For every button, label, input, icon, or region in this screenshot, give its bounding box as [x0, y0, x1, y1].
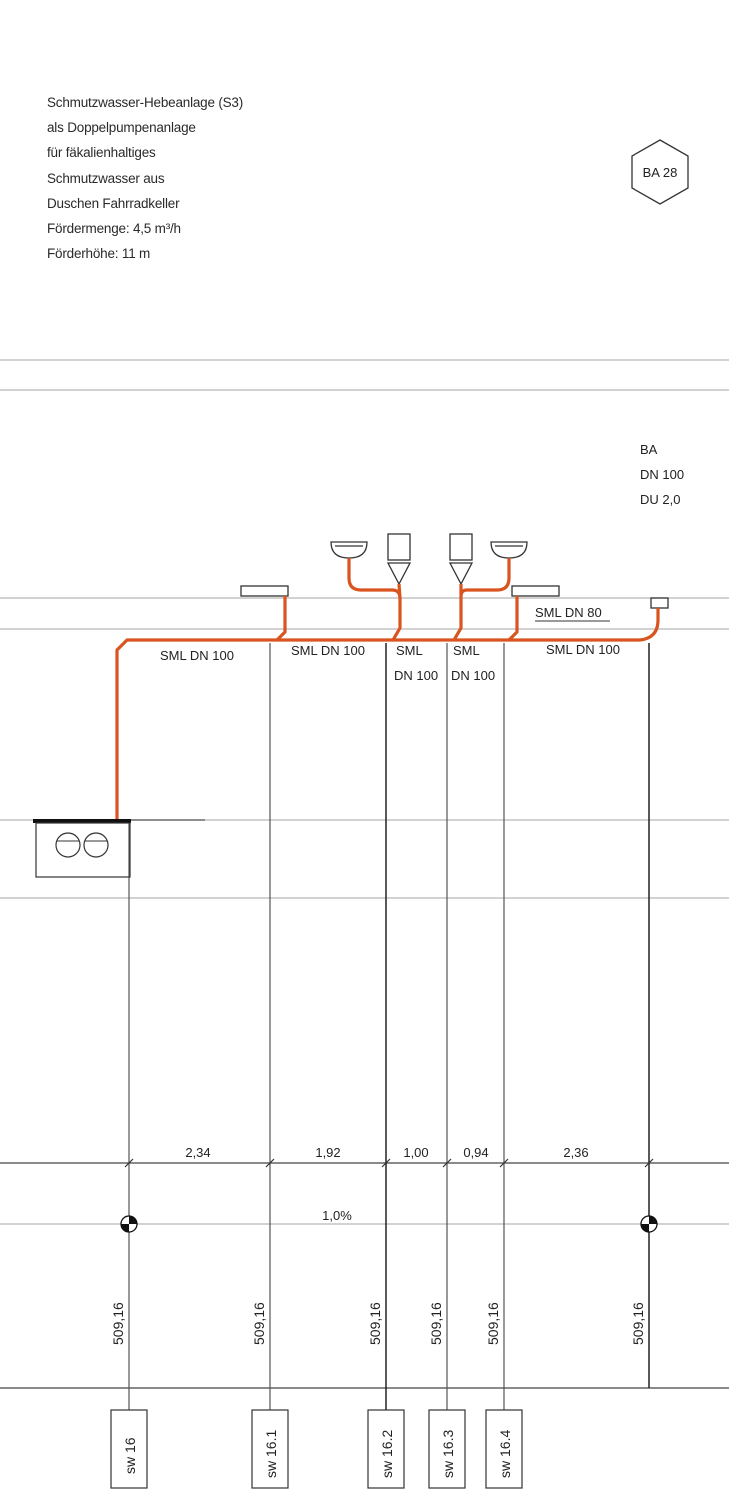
note-line-3: für fäkalienhaltiges	[47, 145, 156, 161]
strand-label-4: sw 16.3	[440, 1430, 456, 1478]
elevation-values: 509,16 509,16 509,16 509,16 509,16 509,1…	[110, 1302, 646, 1345]
pipe-label-sml-dn80: SML DN 80	[535, 605, 602, 620]
strand-label-1: sw 16	[122, 1437, 138, 1474]
elevation-1: 509,16	[110, 1302, 126, 1345]
pipe-label-dn100-a: DN 100	[394, 668, 438, 683]
waste-pipes	[115, 558, 660, 820]
strand-label-5: sw 16.4	[497, 1430, 513, 1478]
pipe-label-dn100-b: DN 100	[451, 668, 495, 683]
elevation-3: 509,16	[367, 1302, 383, 1345]
fixture-drain-left	[240, 585, 289, 597]
pipe-label-sml-dn100-1: SML DN 100	[160, 648, 234, 663]
note-line-5: Duschen Fahrradkeller	[47, 195, 180, 211]
lifting-station-note: Schmutzwasser-Hebeanlage (S3) als Doppel…	[47, 90, 243, 266]
note-line-2: als Doppelpumpenanlage	[47, 120, 196, 136]
strand-label-2: sw 16.1	[263, 1430, 279, 1478]
fixture-drain-right	[511, 585, 560, 597]
strand-box-sw16-4: sw 16.4	[485, 1409, 523, 1489]
elevation-4: 509,16	[428, 1302, 444, 1345]
elevation-2: 509,16	[251, 1302, 267, 1345]
note-line-6: Fördermenge: 4,5 m³/h	[47, 221, 181, 237]
lifting-station	[33, 819, 205, 878]
ba-hexagon-label: BA 28	[643, 165, 678, 180]
grid-lines	[0, 359, 729, 1389]
ba-label-line-1: BA	[640, 442, 658, 457]
note-line-1: Schmutzwasser-Hebeanlage (S3)	[47, 95, 244, 110]
toilet-right-icon	[449, 533, 473, 561]
dimension-values: 2,34 1,92 1,00 0,94 2,36	[185, 1145, 588, 1160]
elevation-markers	[120, 1215, 658, 1233]
distance-5: 2,36	[563, 1145, 588, 1160]
pipe-labels: SML DN 80 SML DN 100 SML DN 100 SML DN 1…	[160, 605, 620, 683]
distance-1: 2,34	[185, 1145, 210, 1160]
vertical-lines	[128, 643, 650, 1410]
ba-label-line-3: DU 2,0	[640, 492, 680, 507]
pipe-label-sml-dn100-2: SML DN 100	[291, 643, 365, 658]
strand-label-3: sw 16.2	[379, 1430, 395, 1478]
fixture-vent-cap	[650, 597, 669, 609]
elevation-marker-right	[640, 1215, 658, 1233]
elevation-6: 509,16	[630, 1302, 646, 1345]
pump-1-icon	[55, 832, 81, 858]
washbasin-left-icon	[330, 541, 368, 559]
dimension-ticks	[124, 1158, 654, 1168]
ba-label-line-2: DN 100	[640, 467, 684, 482]
note-line-4: Schmutzwasser aus	[47, 170, 165, 186]
strand-box-sw16: sw 16	[110, 1409, 148, 1489]
pipe-label-sml-b: SML	[453, 643, 480, 658]
elevation-marker-left	[120, 1215, 138, 1233]
pump-2-icon	[83, 832, 109, 858]
washbasin-right-icon	[490, 541, 528, 559]
distance-3: 1,00	[403, 1145, 428, 1160]
pipe-label-sml-dn100-3: SML DN 100	[546, 642, 620, 657]
pipe-label-sml-a: SML	[396, 643, 423, 658]
elevation-5: 509,16	[485, 1302, 501, 1345]
strand-box-sw16-1: sw 16.1	[251, 1409, 289, 1489]
distance-4: 0,94	[463, 1145, 488, 1160]
distance-2: 1,92	[315, 1145, 340, 1160]
toilet-left-icon	[387, 533, 411, 561]
strand-box-sw16-3: sw 16.3	[428, 1409, 466, 1489]
note-line-7: Förderhöhe: 11 m	[47, 246, 151, 262]
fixtures	[240, 533, 669, 609]
ba-hexagon-marker: BA 28	[631, 139, 689, 205]
strand-box-sw16-2: sw 16.2	[367, 1409, 405, 1489]
ba-vent-label: BA DN 100 DU 2,0	[640, 442, 684, 507]
strand-labels: sw 16 sw 16.1 sw 16.2 sw 16.3 sw 16.4	[110, 1409, 523, 1489]
slope-label: 1,0%	[322, 1208, 352, 1223]
